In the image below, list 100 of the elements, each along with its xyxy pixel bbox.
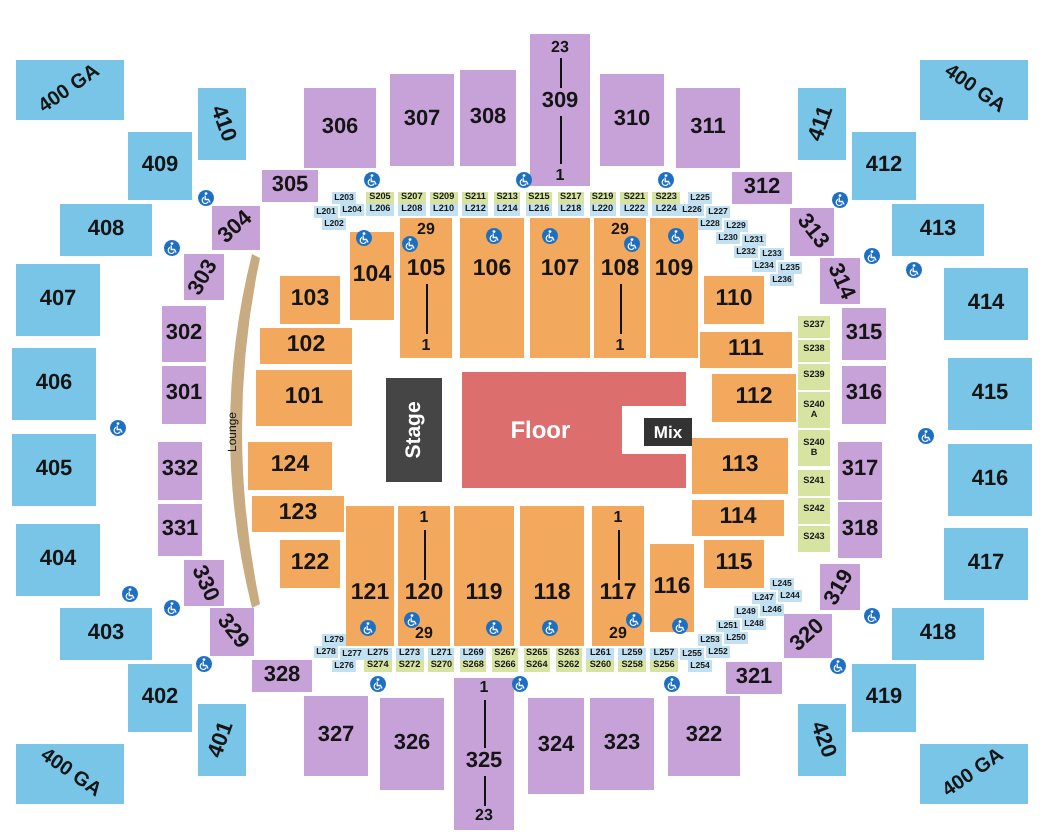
section-number: 313 <box>792 210 832 254</box>
area-label: Stage <box>403 401 425 459</box>
row-number: 1 <box>419 510 429 527</box>
section-number: 416 <box>971 469 1009 491</box>
seating-section <box>590 698 654 790</box>
section-number: 403 <box>87 623 125 645</box>
seating-section <box>248 442 332 490</box>
seating-section <box>712 374 796 422</box>
suite-section <box>798 430 830 466</box>
section-number: 312 <box>743 177 781 199</box>
section-number: 415 <box>971 383 1009 405</box>
seating-section <box>530 34 590 186</box>
section-number: 413 <box>919 219 957 241</box>
section-number: 328 <box>263 665 301 687</box>
row-number: 29 <box>611 221 629 238</box>
seating-section <box>400 218 452 358</box>
section-number: 302 <box>165 323 203 345</box>
seating-section <box>948 444 1032 516</box>
section-number: 400 GA <box>940 746 1008 802</box>
seating-section <box>280 276 340 324</box>
mix-position <box>644 418 692 446</box>
row-number: 1 <box>421 337 431 354</box>
seating-section <box>198 88 246 160</box>
seating-section <box>460 70 516 166</box>
row-number: 29 <box>417 221 435 238</box>
seating-section <box>592 506 644 646</box>
section-number: 327 <box>317 725 355 747</box>
section-number: 304 <box>215 207 257 249</box>
seating-section <box>390 74 454 166</box>
section-number: 314 <box>822 259 858 303</box>
section-number: 110 <box>715 288 753 312</box>
section-number: 102 <box>286 334 326 358</box>
section-number: 117 <box>599 582 637 606</box>
section-number: 123 <box>278 502 318 526</box>
section-number: 116 <box>653 576 691 600</box>
seating-section <box>650 218 698 358</box>
seating-section <box>346 506 394 646</box>
section-number: 301 <box>165 383 203 405</box>
section-number: 407 <box>39 289 77 311</box>
seating-section <box>920 60 1028 120</box>
section-number: 108 <box>600 258 640 282</box>
seating-section <box>692 438 788 494</box>
row-number: 29 <box>415 626 433 643</box>
seating-section <box>304 88 376 168</box>
section-number: 412 <box>865 155 903 177</box>
seating-section <box>128 132 192 200</box>
section-number: 115 <box>715 552 753 576</box>
seating-section <box>676 88 740 168</box>
seating-section <box>520 506 584 646</box>
seating-section <box>128 664 192 732</box>
seating-section <box>60 608 152 660</box>
section-number: 410 <box>205 103 239 145</box>
seating-section <box>528 698 584 794</box>
row-number: 1 <box>479 680 489 697</box>
seating-section <box>262 170 318 202</box>
seating-section <box>350 232 394 320</box>
section-number: 112 <box>735 386 773 410</box>
section-number: 325 <box>465 750 503 773</box>
seating-section <box>852 664 916 732</box>
seating-section <box>252 496 344 532</box>
section-number: 329 <box>212 610 252 654</box>
seating-section <box>530 218 590 358</box>
section-number: 101 <box>284 386 324 410</box>
section-number: 109 <box>654 258 694 282</box>
seating-section <box>920 744 1028 804</box>
seating-section <box>252 660 312 692</box>
section-number: 303 <box>185 255 223 299</box>
seating-section <box>600 74 664 166</box>
seating-section <box>650 544 694 632</box>
seating-section <box>700 332 792 368</box>
section-number: 322 <box>685 725 723 747</box>
section-number: 106 <box>472 258 512 282</box>
section-number: 409 <box>141 155 179 177</box>
section-number: 400 GA <box>36 746 104 802</box>
suite-section <box>798 525 830 551</box>
section-number: 400 GA <box>940 62 1008 118</box>
section-number: 326 <box>393 733 431 755</box>
seating-section <box>158 504 202 556</box>
section-number: 408 <box>87 219 125 241</box>
seating-section <box>704 540 764 588</box>
seating-section <box>838 502 882 558</box>
seating-section <box>12 434 96 506</box>
section-number: 308 <box>469 107 507 129</box>
row-number: 23 <box>475 808 493 825</box>
section-number: 122 <box>290 552 330 576</box>
section-number: 307 <box>403 109 441 131</box>
section-number: 118 <box>533 582 571 606</box>
section-number: 411 <box>805 103 839 145</box>
suite-section <box>798 339 830 361</box>
seating-section <box>842 365 886 423</box>
section-number: 405 <box>35 459 73 481</box>
section-number: 315 <box>845 323 883 345</box>
seating-section <box>304 696 368 776</box>
area-label: Floor <box>510 418 571 442</box>
seating-section <box>12 348 96 420</box>
section-number: 111 <box>728 338 764 362</box>
section-number: 104 <box>352 264 392 288</box>
section-number: 319 <box>821 565 859 609</box>
row-number: 23 <box>551 39 569 56</box>
seating-section <box>692 500 784 536</box>
